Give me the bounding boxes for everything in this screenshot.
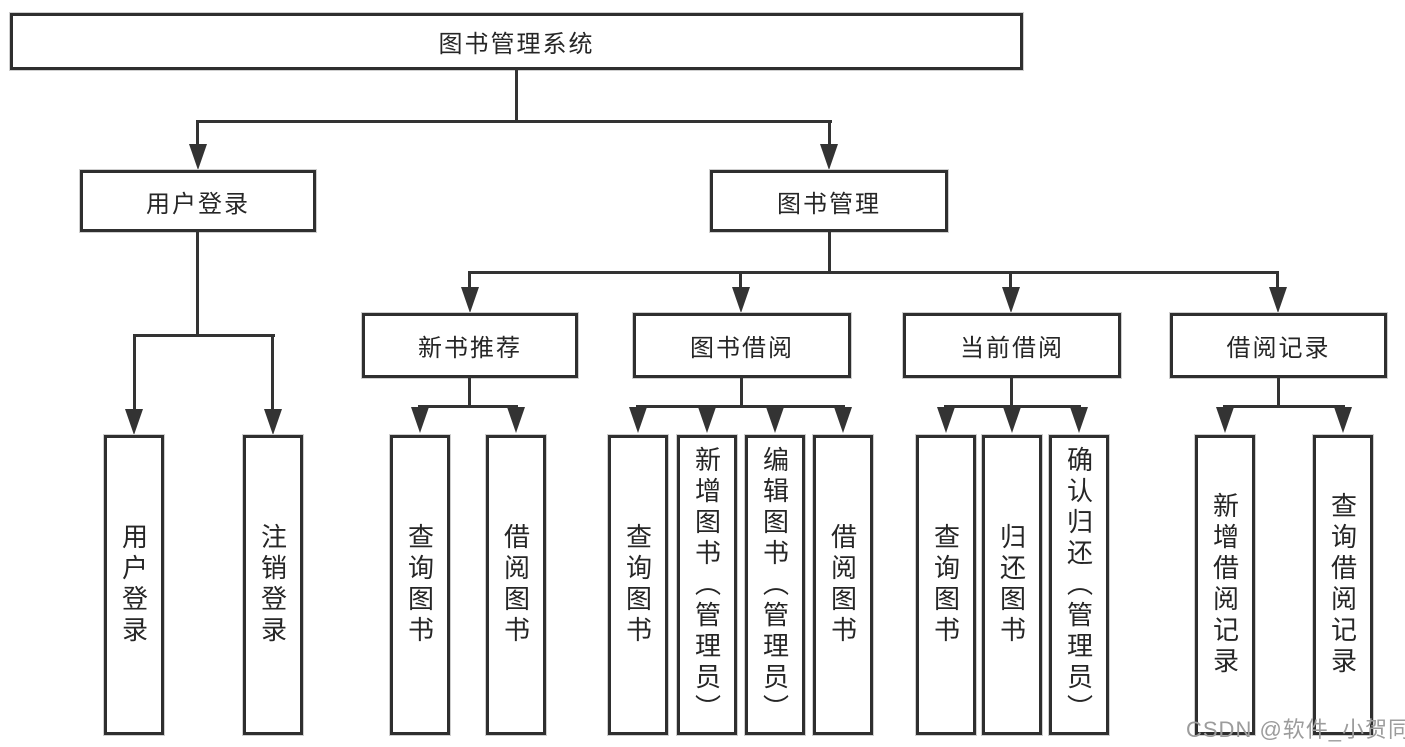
arrowhead-login-leaf bbox=[125, 409, 143, 435]
leaf-borrow-add-books-admin: 新增图书（管理员） bbox=[677, 435, 737, 735]
connector-drop-login-leaf bbox=[133, 334, 136, 411]
arrowhead-newbook-query bbox=[411, 407, 429, 433]
arrowhead-bookborrow-borrow bbox=[834, 407, 852, 433]
arrowhead-bookborrow-edit bbox=[766, 407, 784, 433]
leaf-user-login: 用户登录 bbox=[104, 435, 164, 735]
csdn-watermark: CSDN @软件_小贺同学 bbox=[1186, 717, 1405, 742]
arrowhead-records-add bbox=[1216, 407, 1234, 433]
leaf-borrow-edit-books-admin: 编辑图书（管理员） bbox=[745, 435, 805, 735]
leaf-current-query-books: 查询图书 bbox=[916, 435, 976, 735]
leaf-newbook-borrow-books: 借阅图书 bbox=[486, 435, 546, 735]
leaf-logout: 注销登录 bbox=[243, 435, 303, 735]
node-current-borrowing: 当前借阅 bbox=[903, 313, 1121, 378]
connector-drop-book-mgmt bbox=[828, 120, 831, 150]
connector-userlogin-stub bbox=[196, 231, 199, 336]
leaf-records-query-record: 查询借阅记录 bbox=[1313, 435, 1373, 735]
leaf-borrow-borrow-books: 借阅图书 bbox=[813, 435, 873, 735]
connector-drop-user-login bbox=[196, 120, 199, 150]
arrowhead-book-borrow bbox=[732, 287, 750, 313]
leaf-newbook-query-books: 查询图书 bbox=[390, 435, 450, 735]
arrowhead-currentborrow-query bbox=[937, 407, 955, 433]
connector-rail-level2 bbox=[468, 271, 1279, 274]
connector-records-stub bbox=[1277, 377, 1280, 407]
leaf-current-return-books: 归还图书 bbox=[982, 435, 1042, 735]
node-user-login: 用户登录 bbox=[80, 170, 316, 232]
connector-drop-book-borrow bbox=[739, 271, 742, 289]
connector-newbook-stub bbox=[468, 377, 471, 407]
arrowhead-logout-leaf bbox=[264, 409, 282, 435]
arrowhead-new-book bbox=[461, 287, 479, 313]
connector-rail-userlogin bbox=[133, 334, 275, 337]
connector-currentborrow-stub bbox=[1010, 377, 1013, 407]
connector-drop-new-book bbox=[468, 271, 471, 289]
node-new-book-recommendation: 新书推荐 bbox=[362, 313, 578, 378]
connector-rail-bookborrow bbox=[636, 405, 845, 408]
node-borrowing-records: 借阅记录 bbox=[1170, 313, 1387, 378]
connector-bookborrow-stub bbox=[740, 377, 743, 407]
node-root-library-system: 图书管理系统 bbox=[10, 13, 1023, 70]
leaf-current-confirm-return-admin: 确认归还（管理员） bbox=[1049, 435, 1109, 735]
connector-rail-level1 bbox=[196, 120, 832, 123]
arrowhead-currentborrow-confirm bbox=[1070, 407, 1088, 433]
connector-root-stub bbox=[515, 69, 518, 121]
connector-rail-newbook bbox=[418, 405, 518, 408]
leaf-borrow-query-books: 查询图书 bbox=[608, 435, 668, 735]
connector-drop-current-borrow bbox=[1009, 271, 1012, 289]
node-book-management: 图书管理 bbox=[710, 170, 948, 232]
connector-bookmgmt-stub bbox=[828, 231, 831, 273]
connector-rail-currentborrow bbox=[944, 405, 1081, 408]
arrowhead-bookborrow-query bbox=[629, 407, 647, 433]
leaf-records-add-record: 新增借阅记录 bbox=[1195, 435, 1255, 735]
arrowhead-user-login bbox=[189, 144, 207, 170]
node-book-borrowing: 图书借阅 bbox=[633, 313, 851, 378]
arrowhead-newbook-borrow bbox=[507, 407, 525, 433]
connector-drop-logout-leaf bbox=[271, 334, 274, 411]
connector-rail-records bbox=[1223, 405, 1345, 408]
arrowhead-book-mgmt bbox=[820, 144, 838, 170]
connector-drop-borrow-records bbox=[1276, 271, 1279, 289]
arrowhead-currentborrow-return bbox=[1003, 407, 1021, 433]
arrowhead-records-query bbox=[1334, 407, 1352, 433]
arrowhead-current-borrow bbox=[1002, 287, 1020, 313]
arrowhead-bookborrow-add bbox=[698, 407, 716, 433]
arrowhead-borrow-records bbox=[1269, 287, 1287, 313]
